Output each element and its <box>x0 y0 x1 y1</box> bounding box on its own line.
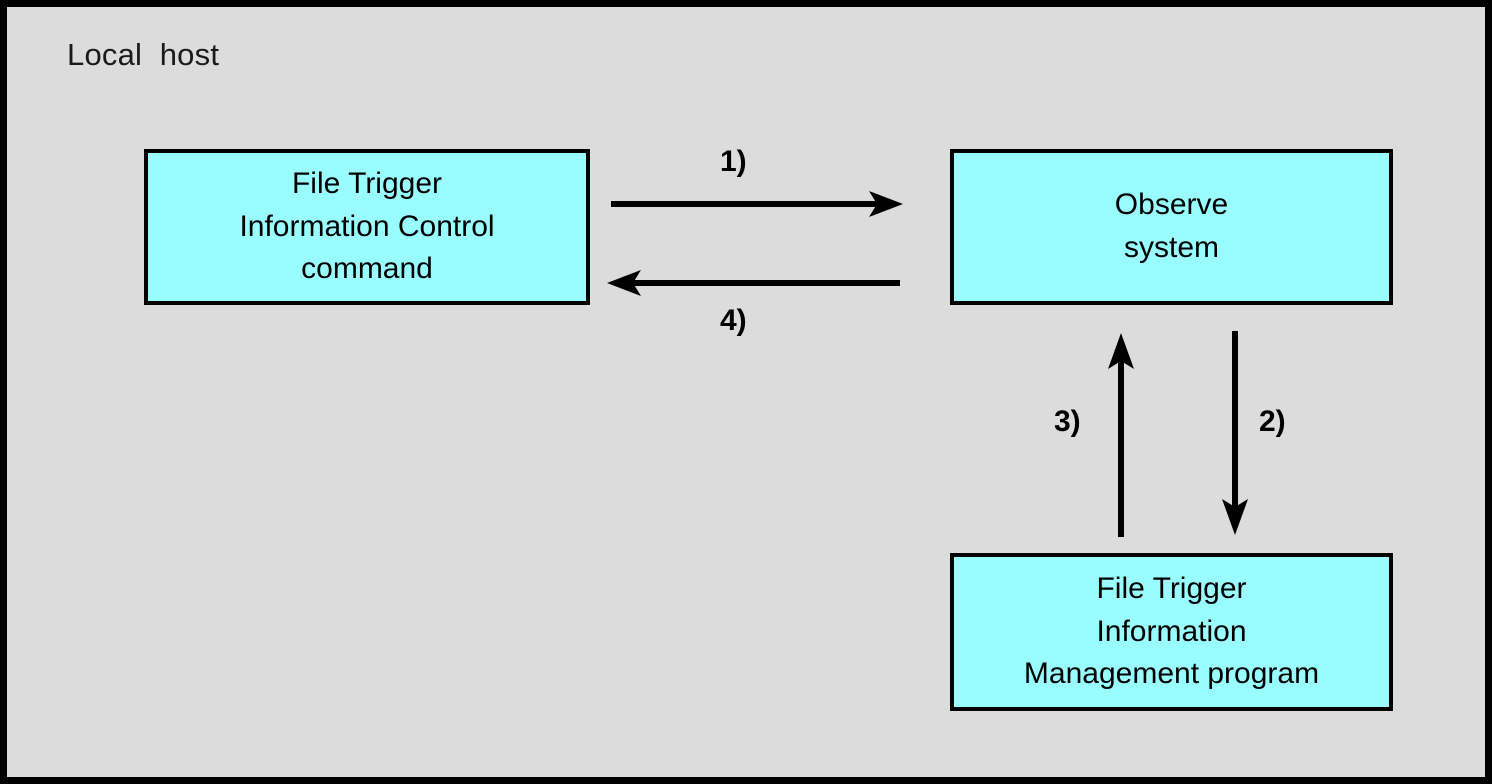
arrow-label-2: 2) <box>1259 405 1286 438</box>
node-manager-line-2: Information <box>1096 614 1247 648</box>
node-control-line-3: command <box>301 252 433 286</box>
frame-title: Local host <box>67 37 220 72</box>
arrow-down-step-2-icon <box>1222 331 1248 535</box>
arrow-up-step-3-icon <box>1108 333 1134 537</box>
node-observe-line-1: Observe <box>1114 188 1229 222</box>
node-control-line-1: File Trigger <box>291 166 443 200</box>
node-manager-line-1: File Trigger <box>1096 571 1247 605</box>
arrow-label-3: 3) <box>1054 405 1081 438</box>
node-manager-line-3: Management program <box>1023 657 1320 691</box>
node-file-trigger-information-control-command[interactable]: File Trigger Information Control command <box>144 149 590 305</box>
node-file-trigger-information-management-program[interactable]: File Trigger Information Management prog… <box>950 553 1393 711</box>
node-observe-system[interactable]: Observe system <box>950 149 1393 305</box>
node-observe-line-2: system <box>1123 231 1219 264</box>
node-control-line-2: Information Control <box>239 209 495 243</box>
arrow-label-4: 4) <box>720 304 747 337</box>
arrow-left-step-4-icon <box>607 270 900 296</box>
arrow-label-1: 1) <box>720 145 747 178</box>
arrow-right-step-1-icon <box>611 191 903 217</box>
